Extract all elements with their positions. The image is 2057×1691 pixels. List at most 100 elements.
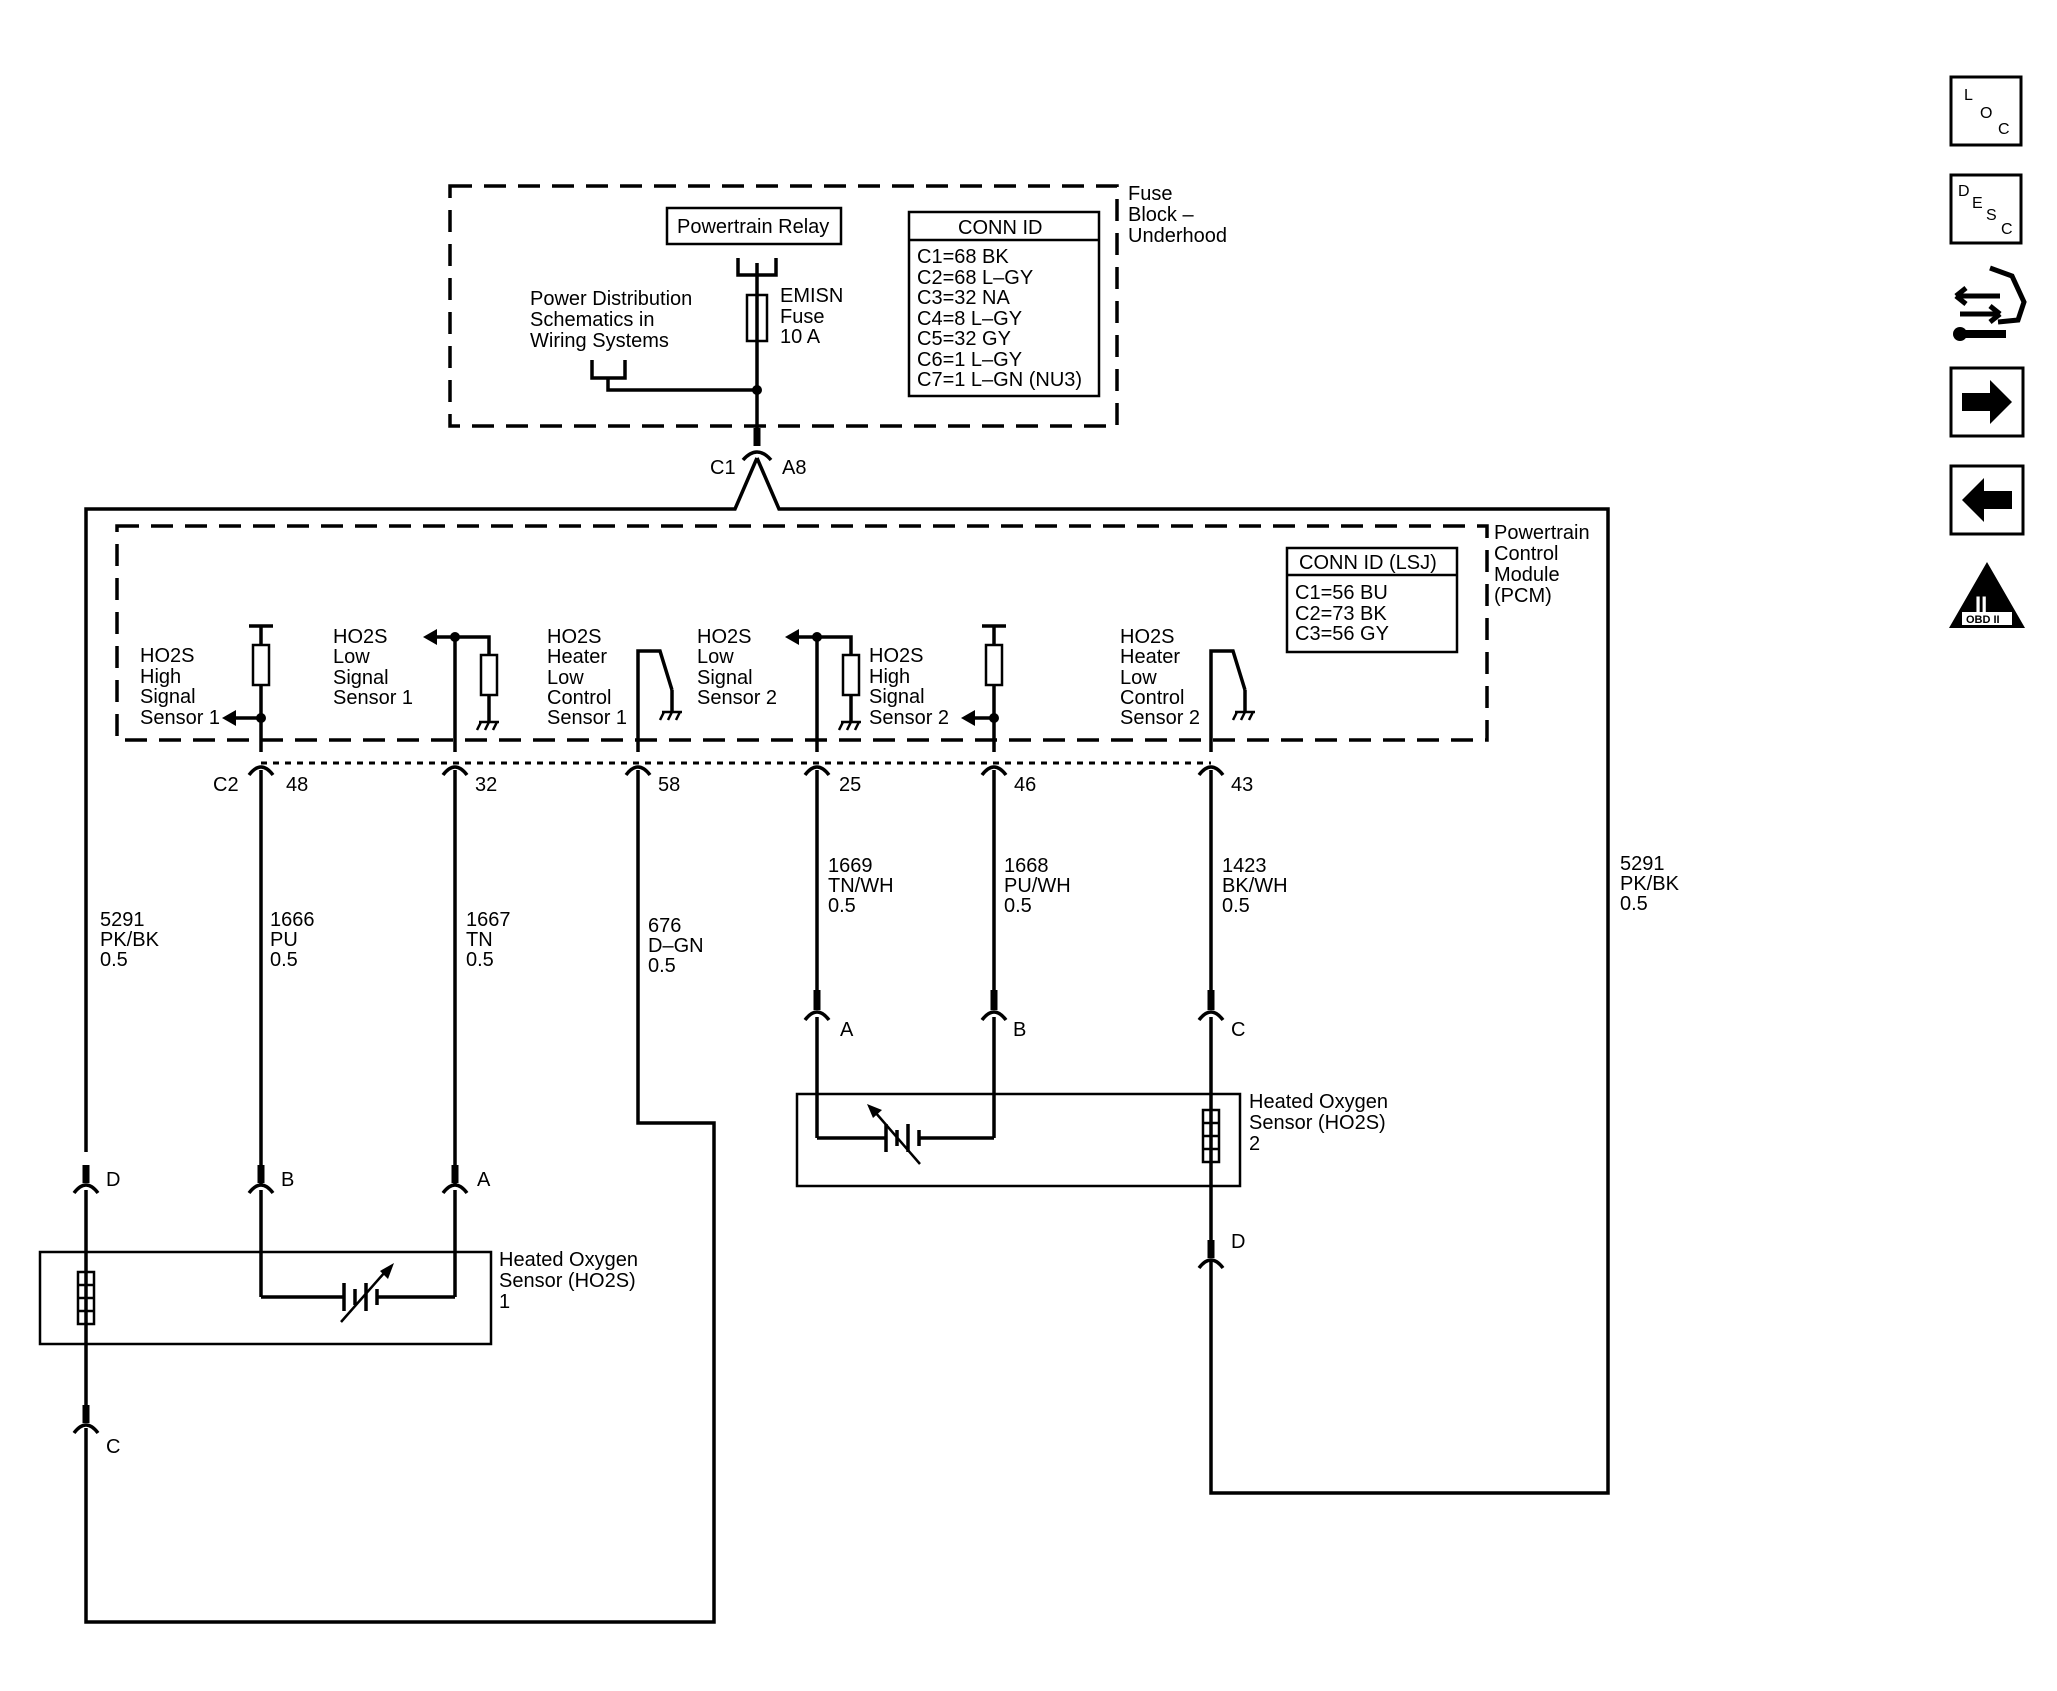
powertrain-relay-label: Powertrain Relay bbox=[677, 216, 829, 238]
pcm-c2-connector: C2 48 32 58 25 46 43 bbox=[213, 761, 1253, 796]
wire-label-color: D–GN bbox=[648, 935, 704, 957]
fuse-block-title-2: Block – bbox=[1128, 204, 1194, 226]
sensor2-pin-a bbox=[803, 1010, 831, 1022]
fuse-label-3: 10 A bbox=[780, 326, 821, 348]
ground-symbol bbox=[837, 720, 861, 731]
pcm-title-3: Module bbox=[1494, 564, 1560, 586]
fuse-connector-label: C1 bbox=[710, 457, 736, 479]
fuse-conn-id-5: C5=32 GY bbox=[917, 328, 1011, 350]
circuit-label: HO2S bbox=[333, 626, 387, 648]
pcm-conn-id-2: C2=73 BK bbox=[1295, 603, 1387, 625]
svg-text:O: O bbox=[1980, 105, 1992, 122]
sensor1-pin-c-label: C bbox=[106, 1436, 120, 1458]
fuse-conn-id-title: CONN ID bbox=[958, 217, 1042, 239]
pcm-circuit-low-signal-sensor-2: HO2S Low Signal Sensor 2 bbox=[697, 626, 861, 752]
circuit-label: HO2S bbox=[1120, 626, 1174, 648]
sensor2-label-1: Heated Oxygen bbox=[1249, 1091, 1388, 1113]
wire-label-color: PK/BK bbox=[100, 929, 160, 951]
pcm-boundary bbox=[115, 524, 1489, 742]
c1-a8-pin bbox=[741, 450, 773, 462]
sensor1-pin-a bbox=[441, 1183, 469, 1195]
power-dist-wire bbox=[606, 378, 757, 392]
circuit-label: Low bbox=[333, 646, 370, 668]
arrow-right-icon[interactable] bbox=[1949, 366, 2025, 438]
signal-arrow bbox=[423, 629, 437, 645]
heated-oxygen-sensor-1: D B A Heated Oxygen Sensor (HO2S) 1 bbox=[38, 1165, 638, 1458]
circuit-label: Sensor 2 bbox=[1120, 707, 1200, 729]
sensor1-pin-b bbox=[247, 1183, 275, 1195]
connector-tool-icon[interactable] bbox=[1951, 262, 2027, 346]
power-dist-note-3: Wiring Systems bbox=[530, 330, 669, 352]
power-dist-note-1: Power Distribution bbox=[530, 288, 692, 310]
fuse-conn-id-box bbox=[907, 210, 1101, 398]
wire-label-size: 0.5 bbox=[828, 895, 856, 917]
fuse-block-title-1: Fuse bbox=[1128, 183, 1172, 205]
sensor2-pin-d-label: D bbox=[1231, 1231, 1245, 1253]
sensor2-pin-b-label: B bbox=[1013, 1019, 1026, 1041]
bias-resistor bbox=[479, 653, 499, 697]
fuse-block-title-3: Underhood bbox=[1128, 225, 1227, 247]
sensor2-pin-d bbox=[1197, 1258, 1225, 1270]
wire-label-size: 0.5 bbox=[1620, 893, 1648, 915]
wire-5291-left bbox=[84, 457, 759, 1152]
fuse-block-boundary bbox=[448, 184, 1119, 428]
bias-resistor bbox=[841, 653, 861, 697]
pin-32-label: 32 bbox=[475, 774, 497, 796]
pcm-conn-id-box bbox=[1285, 546, 1459, 654]
circuit-label: Heater bbox=[1120, 646, 1180, 668]
svg-text:C: C bbox=[1998, 121, 2010, 138]
pcm-circuit-heater-control-sensor-1: HO2S Heater Low Control Sensor 1 bbox=[547, 626, 682, 752]
arrow-left-icon[interactable] bbox=[1949, 464, 2025, 536]
circuit-label: High bbox=[869, 666, 910, 688]
sensor1-sensing-element bbox=[339, 1263, 394, 1323]
fuse-label-1: EMISN bbox=[780, 285, 843, 307]
obd-ii-icon[interactable]: II OBD II bbox=[1949, 562, 2025, 628]
loc-icon[interactable]: L O C bbox=[1949, 75, 2023, 147]
splice-dot bbox=[752, 385, 762, 395]
wire-label-size: 0.5 bbox=[270, 949, 298, 971]
svg-text:II: II bbox=[1975, 592, 1987, 617]
pcm-circuit-heater-control-sensor-2: HO2S Heater Low Control Sensor 2 bbox=[1120, 626, 1255, 752]
desc-icon[interactable]: D E S C bbox=[1949, 173, 2023, 245]
circuit-label: Signal bbox=[697, 667, 753, 689]
wire-label-circuit: 1668 bbox=[1004, 855, 1049, 877]
pin-43-label: 43 bbox=[1231, 774, 1253, 796]
sensor1-pin-b-label: B bbox=[281, 1169, 294, 1191]
pullup-resistor bbox=[251, 643, 271, 687]
circuit-label: Sensor 1 bbox=[547, 707, 627, 729]
pin-58-label: 58 bbox=[658, 774, 680, 796]
wire-label-circuit: 676 bbox=[648, 915, 681, 937]
pcm-circuit-high-signal-sensor-2: HO2S High Signal Sensor 2 bbox=[869, 624, 1006, 752]
svg-text:E: E bbox=[1972, 195, 1983, 212]
sensor2-sensing-element bbox=[867, 1104, 933, 1165]
sensor1-label-3: 1 bbox=[499, 1291, 510, 1313]
circuit-label: HO2S bbox=[869, 645, 923, 667]
sensor2-label-2: Sensor (HO2S) bbox=[1249, 1112, 1386, 1134]
circuit-label: Signal bbox=[869, 686, 925, 708]
sensor1-label-1: Heated Oxygen bbox=[499, 1249, 638, 1271]
circuit-label: Control bbox=[547, 687, 611, 709]
circuit-label: Heater bbox=[547, 646, 607, 668]
circuit-label: Signal bbox=[140, 686, 196, 708]
circuit-label: Sensor 1 bbox=[140, 707, 220, 729]
driver-switch bbox=[1209, 649, 1247, 752]
sensor2-housing bbox=[795, 1092, 1242, 1188]
wire-label-color: BK/WH bbox=[1222, 875, 1288, 897]
wire-label-circuit: 5291 bbox=[1620, 853, 1665, 875]
wire-label-size: 0.5 bbox=[466, 949, 494, 971]
sensor1-housing bbox=[38, 1250, 493, 1346]
pcm-circuit-high-signal-sensor-1: HO2S High Signal Sensor 1 bbox=[140, 624, 273, 752]
pin-48-label: 48 bbox=[286, 774, 308, 796]
pullup-resistor bbox=[984, 643, 1004, 687]
signal-arrow bbox=[961, 710, 975, 726]
ground-symbol bbox=[475, 720, 499, 731]
fuse-conn-id-6: C6=1 L–GY bbox=[917, 349, 1022, 371]
wire-label-size: 0.5 bbox=[1004, 895, 1032, 917]
pin-46-label: 46 bbox=[1014, 774, 1036, 796]
signal-arrow bbox=[785, 629, 799, 645]
pcm-title-2: Control bbox=[1494, 543, 1558, 565]
ground-symbol bbox=[1231, 710, 1255, 721]
circuit-label: Low bbox=[1120, 667, 1157, 689]
sensor1-pin-d-label: D bbox=[106, 1169, 120, 1191]
circuit-label: HO2S bbox=[140, 645, 194, 667]
